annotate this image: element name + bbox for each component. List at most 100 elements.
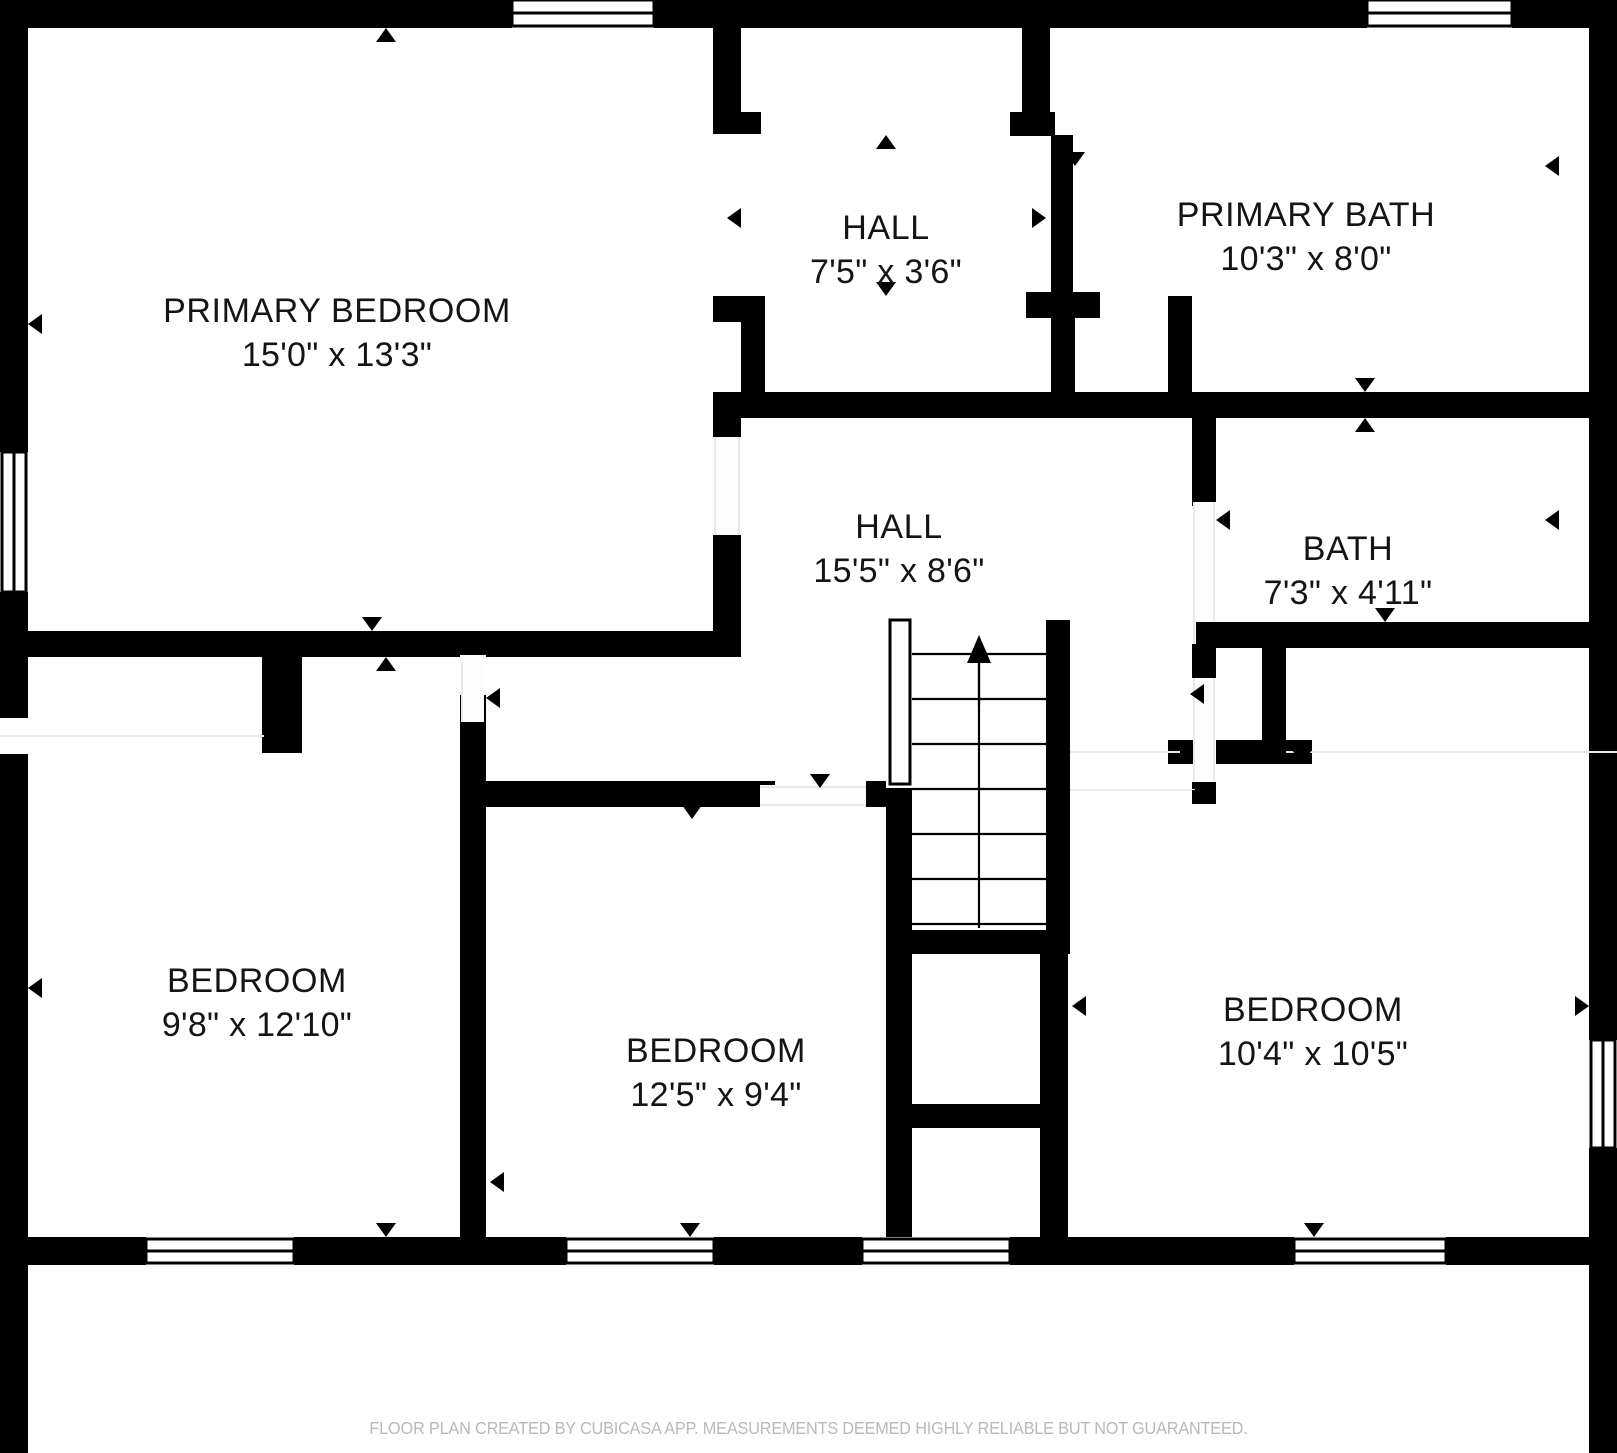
door-marker-hall-closet	[1190, 684, 1204, 704]
room-name-bath: BATH	[1303, 530, 1394, 568]
wall-hall-stub-right	[1010, 112, 1055, 136]
stair-rail	[888, 618, 912, 786]
wall-closet-under-stair-bottom	[905, 1104, 1045, 1128]
room-label-bedroom-center: BEDROOM 12'5" x 9'4"	[626, 1032, 806, 1114]
door-marker-bedroom-right-bottom	[1304, 1223, 1324, 1237]
room-name-bedroom-center: BEDROOM	[626, 1032, 806, 1070]
room-dimensions-hall-upper: 7'5" x 3'6"	[810, 253, 962, 291]
wall-primary-bath-left-lower	[1051, 162, 1073, 292]
door-marker-primary-bath-top-right	[1545, 156, 1559, 176]
wall-closet-left-bottom	[262, 727, 302, 753]
door-marker-hall-upper-right	[1032, 208, 1046, 228]
room-label-bath: BATH 7'3" x 4'11"	[1264, 530, 1433, 612]
room-name-primary-bath: PRIMARY BATH	[1177, 196, 1435, 234]
door-opening-bath	[1194, 502, 1216, 650]
door-marker-bedroom-right-left	[1072, 996, 1086, 1016]
door-marker-hall-right-opening	[1065, 152, 1085, 166]
wall-primary-bedroom-right-mid	[713, 392, 741, 440]
door-marker-hall-center-top	[816, 404, 836, 418]
door-marker-primary-bedroom-top	[376, 28, 396, 42]
exterior-wall-top	[0, 0, 1617, 28]
window-bottom-bedroom-right	[1292, 1237, 1448, 1265]
room-name-hall-center: HALL	[855, 508, 942, 546]
opening-hall-right	[1051, 135, 1073, 165]
door-marker-primary-bedroom-bottom	[362, 617, 382, 631]
window-bottom-bedroom-left	[144, 1237, 296, 1265]
wall-hall-upper-left-vertical	[741, 296, 765, 406]
door-marker-bedroom-right-right	[1575, 996, 1589, 1016]
windows	[0, 0, 1617, 1265]
room-name-hall-upper: HALL	[842, 209, 929, 247]
room-dimensions-bedroom-right: 10'4" x 10'5"	[1218, 1035, 1408, 1073]
room-labels: PRIMARY BEDROOM 15'0" x 13'3" HALL 7'5" …	[162, 196, 1435, 1114]
window-bottom-bedroom-center-1	[564, 1237, 716, 1265]
door-marker-primary-bedroom-left	[28, 314, 42, 334]
wall-closet-small-stub	[1192, 790, 1216, 804]
door-marker-bedroom-center-left	[490, 1172, 504, 1192]
window-left-primary-bedroom	[0, 450, 28, 594]
room-label-hall-upper: HALL 7'5" x 3'6"	[810, 209, 962, 291]
door-marker-bath-left	[1216, 510, 1230, 530]
wall-stairwell-left	[886, 781, 912, 1237]
wall-bath-left-lower	[1192, 644, 1216, 678]
room-dimensions-primary-bath: 10'3" x 8'0"	[1220, 240, 1391, 278]
staircase	[886, 618, 1046, 930]
exterior-wall-right	[1589, 0, 1617, 1453]
window-top-primary-bath	[1365, 0, 1514, 28]
stair-up-arrow-icon	[967, 635, 991, 663]
window-right-bedroom	[1589, 1038, 1617, 1150]
door-marker-bedroom-left-side	[28, 978, 42, 998]
window-top-primary-bedroom	[510, 0, 656, 28]
wall-stairwell-right	[1044, 620, 1070, 940]
door-opening-bedroom-center	[760, 785, 868, 807]
wall-primary-bath-bottom	[1192, 392, 1617, 418]
door-marker-bath-bottom	[1375, 608, 1395, 622]
wall-primary-bedroom-right-lower	[713, 535, 741, 643]
room-name-bedroom-right: BEDROOM	[1223, 991, 1403, 1029]
wall-bath-bottom	[1196, 622, 1617, 648]
door-marker-bedroom-center-top	[682, 805, 702, 819]
room-name-bedroom-left: BEDROOM	[167, 962, 347, 1000]
room-dimensions-bedroom-center: 12'5" x 9'4"	[630, 1076, 801, 1114]
room-label-bedroom-right: BEDROOM 10'4" x 10'5"	[1218, 991, 1408, 1073]
room-name-primary-bedroom: PRIMARY BEDROOM	[163, 292, 511, 330]
wall-hall-stub-left	[713, 112, 761, 134]
wall-bedroom-right-left	[1040, 940, 1068, 1237]
room-dimensions-hall-center: 15'5" x 8'6"	[813, 552, 984, 590]
wall-linen-closet-right	[1168, 296, 1192, 406]
door-marker-bedroom-left-right	[460, 978, 474, 998]
door-marker-hall-upper-left	[727, 208, 741, 228]
door-markers	[28, 28, 1589, 1237]
door-marker-bedroom-left-bottom	[376, 1223, 396, 1237]
footer-disclaimer: FLOOR PLAN CREATED BY CUBICASA APP. MEAS…	[369, 1418, 1248, 1438]
wall-hall-closet-vertical	[1262, 648, 1286, 748]
door-marker-hall-upper-top	[876, 135, 896, 149]
room-label-hall-center: HALL 15'5" x 8'6"	[813, 508, 984, 590]
door-marker-bedroom-center-bottom	[680, 1223, 700, 1237]
door-marker-bedroom-left-upper	[486, 688, 500, 708]
door-marker-bath-right	[1545, 510, 1559, 530]
door-opening-bedroom-left	[462, 662, 484, 722]
door-marker-closet-top	[376, 657, 396, 671]
room-label-primary-bedroom: PRIMARY BEDROOM 15'0" x 13'3"	[163, 292, 511, 374]
room-dimensions-bath: 7'3" x 4'11"	[1264, 574, 1433, 612]
room-dimensions-bedroom-left: 9'8" x 12'10"	[162, 1006, 352, 1044]
wall-primary-bedroom-right-upper	[713, 28, 741, 126]
room-label-primary-bath: PRIMARY BATH 10'3" x 8'0"	[1177, 196, 1435, 278]
wall-bath-left-upper	[1192, 418, 1216, 506]
door-marker-primary-bedroom-right	[741, 320, 755, 340]
room-label-bedroom-left: BEDROOM 9'8" x 12'10"	[162, 962, 352, 1044]
door-marker-hall-upper-bottom	[876, 282, 896, 296]
wall-junction-vertical	[1051, 292, 1075, 404]
window-bottom-bedroom-center-2	[860, 1237, 1012, 1265]
door-marker-closet-bottom	[1292, 750, 1312, 764]
room-dimensions-primary-bedroom: 15'0" x 13'3"	[242, 336, 432, 374]
wall-bedroom-center-top-left	[460, 781, 775, 807]
door-marker-primary-bath-bottom-2	[1355, 418, 1375, 432]
wall-primary-bedroom-bottom	[28, 631, 741, 657]
door-marker-bedroom-right-left-lower	[1052, 1172, 1066, 1192]
door-marker-primary-bath-bottom	[1355, 378, 1375, 392]
wall-hall-center-top-left	[717, 392, 1217, 418]
